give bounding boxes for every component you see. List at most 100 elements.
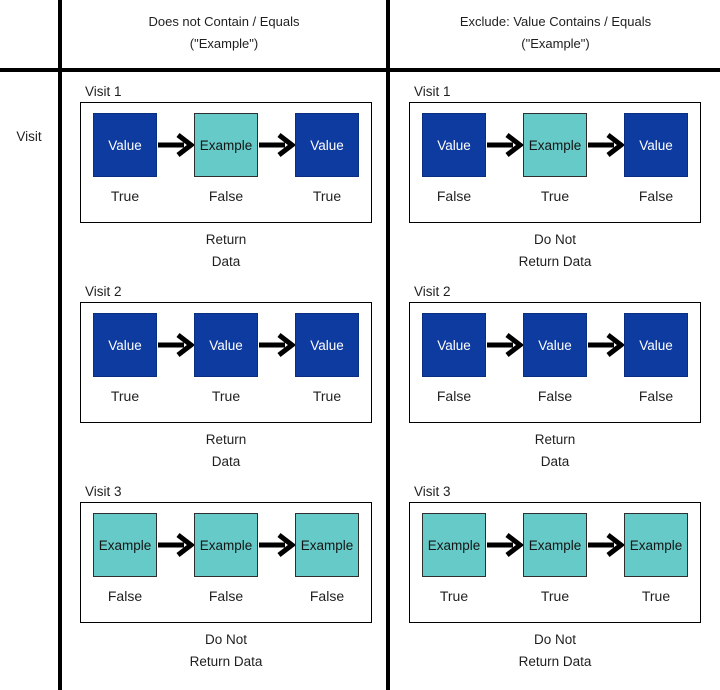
visit-box: Example True Example True Example True bbox=[409, 502, 701, 623]
visit-caption: Return Data bbox=[409, 429, 701, 473]
flow-node: Value True bbox=[295, 103, 359, 222]
value-square: Value bbox=[624, 113, 688, 177]
value-square: Value bbox=[295, 113, 359, 177]
value-square: Value bbox=[93, 313, 157, 377]
node-result: True bbox=[312, 388, 342, 404]
node-result: False bbox=[436, 188, 472, 204]
caption-line1: Do Not bbox=[204, 632, 248, 647]
visit-section-1: Visit 1 Value True Example False Value T… bbox=[80, 84, 372, 273]
visit-box: Value True Value True Value True bbox=[80, 302, 372, 423]
flow-node: Example False bbox=[194, 103, 258, 222]
diagram-column-right: Visit 1 Value False Example True Value F… bbox=[391, 72, 720, 690]
node-result: True bbox=[312, 188, 342, 204]
visit-title: Visit 1 bbox=[414, 84, 451, 99]
arrow-right-icon bbox=[258, 132, 295, 222]
visit-title: Visit 2 bbox=[414, 284, 451, 299]
column-header-right: Exclude: Value Contains / Equals ("Examp… bbox=[391, 0, 720, 55]
flow-node: Value False bbox=[523, 303, 587, 422]
visit-section-3: Visit 3 Example True Example True Exampl… bbox=[409, 484, 701, 673]
visit-caption: Do Not Return Data bbox=[409, 629, 701, 673]
value-square: Value bbox=[93, 113, 157, 177]
visit-caption: Return Data bbox=[80, 229, 372, 273]
visit-box: Value False Value False Value False bbox=[409, 302, 701, 423]
arrow-right-icon bbox=[157, 132, 194, 222]
visit-section-2: Visit 2 Value True Value True Value True… bbox=[80, 284, 372, 473]
example-square: Example bbox=[194, 113, 258, 177]
visit-title: Visit 2 bbox=[85, 284, 122, 299]
visit-section-3: Visit 3 Example False Example False Exam… bbox=[80, 484, 372, 673]
table-vertical-divider-left bbox=[58, 0, 62, 690]
caption-line2: Return Data bbox=[518, 654, 592, 669]
flow-node: Value False bbox=[624, 103, 688, 222]
visit-section-2: Visit 2 Value False Value False Value Fa… bbox=[409, 284, 701, 473]
arrow-right-icon bbox=[587, 332, 624, 422]
caption-line2: Return Data bbox=[518, 254, 592, 269]
example-square: Example bbox=[295, 513, 359, 577]
caption-line1: Do Not bbox=[533, 632, 577, 647]
visit-title: Visit 3 bbox=[414, 484, 451, 499]
value-square: Value bbox=[295, 313, 359, 377]
node-result: True bbox=[110, 188, 140, 204]
header-right-line2: ("Example") bbox=[521, 36, 590, 51]
table-vertical-divider-middle bbox=[386, 0, 390, 690]
example-square: Example bbox=[624, 513, 688, 577]
arrow-right-icon bbox=[258, 332, 295, 422]
value-square: Value bbox=[422, 113, 486, 177]
node-result: True bbox=[211, 388, 241, 404]
caption-line1: Do Not bbox=[533, 232, 577, 247]
visit-caption: Return Data bbox=[80, 429, 372, 473]
node-result: True bbox=[641, 588, 671, 604]
example-square: Example bbox=[523, 513, 587, 577]
arrow-right-icon bbox=[486, 532, 523, 622]
caption-line1: Return bbox=[205, 432, 247, 447]
caption-line1: Return bbox=[534, 432, 576, 447]
diagram-column-left: Visit 1 Value True Example False Value T… bbox=[62, 72, 386, 690]
visit-title: Visit 3 bbox=[85, 484, 122, 499]
flow-node: Example True bbox=[422, 503, 486, 622]
node-result: False bbox=[638, 188, 674, 204]
visit-box: Value False Example True Value False bbox=[409, 102, 701, 223]
value-square: Value bbox=[523, 313, 587, 377]
header-left-line2: ("Example") bbox=[189, 36, 259, 51]
flow-node: Example False bbox=[295, 503, 359, 622]
node-result: False bbox=[537, 388, 573, 404]
flow-node: Example False bbox=[194, 503, 258, 622]
visit-box: Value True Example False Value True bbox=[80, 102, 372, 223]
flow-node: Example True bbox=[624, 503, 688, 622]
flow-node: Value False bbox=[624, 303, 688, 422]
flow-node: Example False bbox=[93, 503, 157, 622]
header-left-line1: Does not Contain / Equals bbox=[148, 14, 300, 29]
node-result: False bbox=[208, 588, 244, 604]
value-square: Value bbox=[422, 313, 486, 377]
example-square: Example bbox=[194, 513, 258, 577]
example-square: Example bbox=[523, 113, 587, 177]
column-header-left: Does not Contain / Equals ("Example") bbox=[62, 0, 386, 55]
caption-line1: Return bbox=[205, 232, 247, 247]
arrow-right-icon bbox=[587, 132, 624, 222]
visit-caption: Do Not Return Data bbox=[409, 229, 701, 273]
node-result: True bbox=[540, 188, 570, 204]
flow-node: Value True bbox=[93, 303, 157, 422]
arrow-right-icon bbox=[587, 532, 624, 622]
flow-node: Example True bbox=[523, 503, 587, 622]
value-square: Value bbox=[194, 313, 258, 377]
node-result: True bbox=[540, 588, 570, 604]
arrow-right-icon bbox=[258, 532, 295, 622]
node-result: False bbox=[107, 588, 143, 604]
row-label-visit: Visit bbox=[16, 129, 42, 144]
table-header-divider bbox=[0, 68, 720, 72]
example-square: Example bbox=[422, 513, 486, 577]
flow-node: Value True bbox=[295, 303, 359, 422]
node-result: True bbox=[439, 588, 469, 604]
visit-title: Visit 1 bbox=[85, 84, 122, 99]
flow-node: Value False bbox=[422, 303, 486, 422]
example-square: Example bbox=[93, 513, 157, 577]
visit-section-1: Visit 1 Value False Example True Value F… bbox=[409, 84, 701, 273]
flow-node: Value True bbox=[194, 303, 258, 422]
flow-node: Value False bbox=[422, 103, 486, 222]
caption-line2: Data bbox=[540, 454, 570, 469]
node-result: False bbox=[309, 588, 345, 604]
header-right-line1: Exclude: Value Contains / Equals bbox=[459, 14, 652, 29]
node-result: False bbox=[638, 388, 674, 404]
arrow-right-icon bbox=[486, 332, 523, 422]
